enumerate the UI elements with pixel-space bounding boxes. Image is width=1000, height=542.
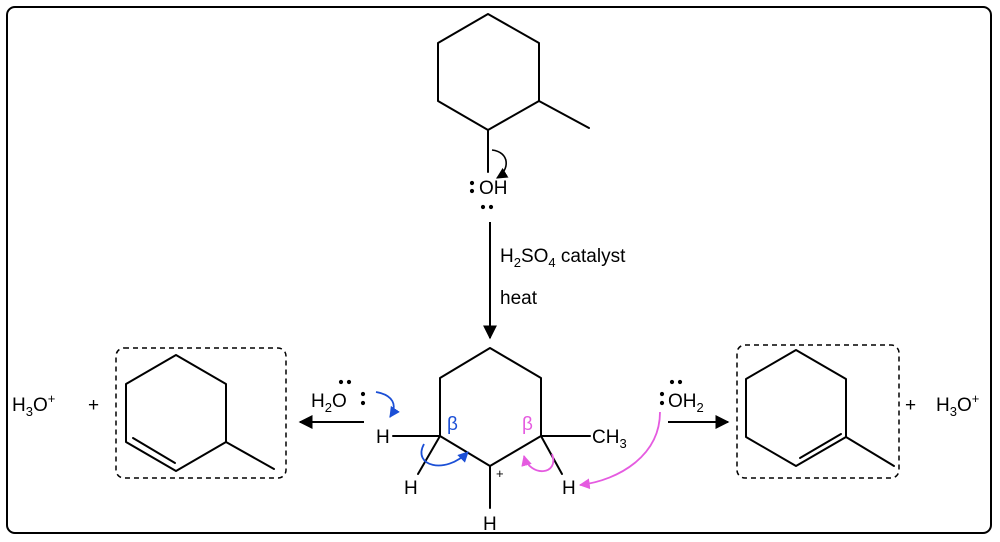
cation-methyl-label: CH3 [592,427,627,451]
beta-left-label: β [447,414,458,435]
right-pathway: OH2 + H3O+ [659,344,979,479]
catalyst-label: H2SO4 catalyst [500,246,626,270]
cation-h-bottom: H [483,514,497,535]
left-plus-sign: + [88,395,99,416]
reactant-ring [437,13,540,131]
reactant-curved-arrow [491,149,509,179]
left-hydronium-label: H3O+ [12,391,55,419]
left-water-label: H2O [311,391,347,415]
right-product-1-methylcyclohexene [745,349,895,467]
right-plus-sign: + [905,395,916,416]
cation-h-bottom-left: H [404,478,418,499]
left-pathway: H2O + H3O+ [12,347,366,479]
cation-h-bottom-left-bond [417,435,441,475]
right-hydronium-label: H3O+ [936,391,979,419]
blue-curved-arrow-bond [420,443,469,467]
carbocation-intermediate: + CH3 H H H H β β [375,347,661,535]
magenta-curved-arrow-water [578,411,661,490]
reactant-oh-label: OH [479,178,508,199]
blue-curved-arrow-water [375,391,400,418]
reaction-conditions: H2SO4 catalyst heat [483,222,626,340]
reactant-methyl-bond [538,100,590,129]
cation-ring [439,347,542,467]
cation-charge: + [496,466,504,481]
left-product-3-methylcyclohexene [125,354,275,472]
cation-h-left: H [376,427,390,448]
left-product-box [115,347,287,479]
reactant-2-methylcyclohexanol: OH [437,13,590,210]
cation-h-right: H [562,478,576,499]
right-product-box [736,344,900,479]
beta-right-label: β [522,414,533,435]
diagram-frame [6,6,992,534]
right-water-label: OH2 [668,391,704,415]
heat-label: heat [500,288,538,309]
magenta-curved-arrow-bond [521,453,555,473]
